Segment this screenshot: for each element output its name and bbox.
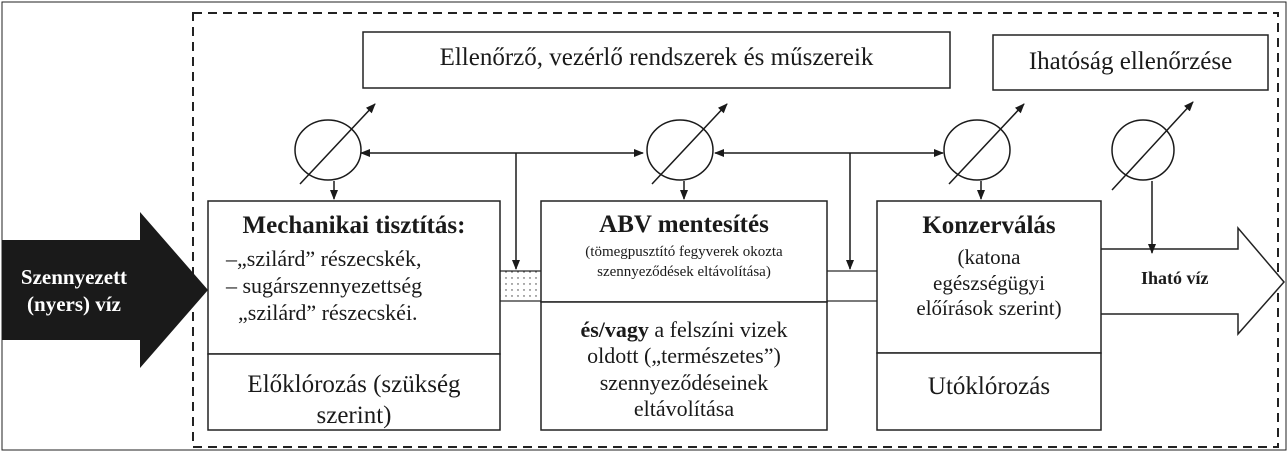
input-arrow (2, 212, 208, 368)
input-line-2: (nyers) víz (27, 292, 121, 317)
andor-keyword: és/vagy (580, 317, 649, 342)
andor-line-1-rest: a felszíni vizek (648, 317, 788, 342)
output-arrow (1099, 225, 1285, 336)
dial-potability (1111, 101, 1194, 254)
andor-line-4: eltávolítása (633, 396, 735, 422)
mechanical-title: Mechanikai tisztítás: (242, 212, 466, 239)
system-boundary (192, 12, 1279, 448)
abv-subtitle-line-2: szennyeződések eltávolítása) (597, 263, 771, 280)
control-systems-box (362, 31, 951, 89)
andor-box (540, 301, 828, 431)
andor-text: és/vagy a felszíni vizek oldott („termés… (541, 317, 827, 423)
post-chlorination-box (876, 352, 1102, 431)
pre-chlorination-line-2: szerint) (316, 402, 392, 430)
pre-chlorination-label: Előklórozás (szükség szerint) (208, 369, 500, 432)
pre-chlorination-box (207, 353, 501, 431)
control-systems-label: Ellenőrző, vezérlő rendszerek és műszere… (439, 44, 874, 71)
abv-box (540, 200, 828, 303)
potability-check-label: Ihatóság ellenőrzése (1028, 48, 1233, 75)
pipe-abv-conservation (825, 270, 879, 302)
mechanical-list: –„szilárd” részecskék, – sugárszennyezet… (226, 246, 496, 326)
output-label: Iható víz (1141, 268, 1209, 288)
dial-conservation (943, 103, 1025, 200)
conservation-line-1: (katona (957, 245, 1021, 269)
potability-check-box (992, 34, 1269, 91)
dial-abv (646, 103, 728, 200)
post-chlorination-label: Utóklórozás (927, 373, 1051, 400)
andor-line-2: oldott („természetes”) (587, 343, 781, 369)
andor-line-1: és/vagy a felszíni vizek (541, 317, 827, 343)
conservation-title: Konzerválás (922, 212, 1056, 239)
mechanical-item-1: –„szilárd” részecskék, (226, 246, 422, 271)
input-line-1: Szennyezett (20, 265, 128, 289)
abv-subtitle: (tömegpusztító fegyverek okozta szennyez… (541, 243, 827, 282)
conservation-text: (katona egészségügyi előírások szerint) (877, 245, 1101, 322)
conservation-box (876, 200, 1102, 354)
pre-chlorination-line-1: Előklórozás (szükség (247, 371, 461, 398)
conservation-line-3: előírások szerint) (916, 296, 1062, 321)
andor-line-3: szennyeződéseinek (599, 369, 769, 395)
input-label: Szennyezett (nyers) víz (4, 264, 144, 319)
dial-mechanical (294, 103, 376, 200)
mechanical-item-3: „szilárd” részecskéi. (238, 299, 418, 325)
mechanical-box (207, 200, 501, 355)
pipe-mech-abv (498, 270, 543, 302)
abv-title: ABV mentesítés (599, 211, 769, 238)
abv-subtitle-line-1: (tömegpusztító fegyverek okozta (585, 244, 783, 260)
mechanical-item-2: – sugárszennyezettség (226, 272, 423, 298)
conservation-line-2: egészségügyi (933, 270, 1045, 295)
